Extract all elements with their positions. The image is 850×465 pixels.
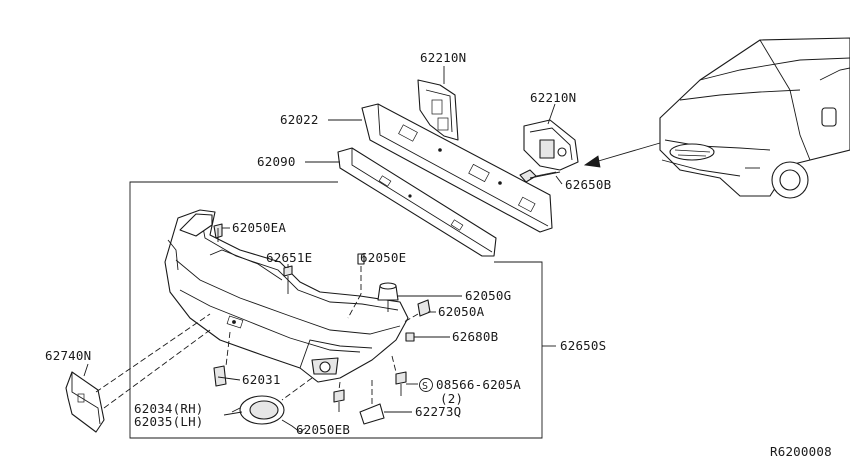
absorber-illustration (337, 147, 497, 257)
callout-bolt-b: 62650B (565, 177, 611, 192)
screw-symbol-circle (419, 378, 433, 392)
side-bracket-illustration (523, 119, 579, 171)
callout-mesh: 62031 (242, 372, 281, 387)
figure-code: R6200008 (770, 444, 832, 459)
callout-stay: 62273Q (415, 404, 461, 419)
callout-screw-qty: (2) (440, 391, 463, 406)
callout-bracket-side: 62210N (530, 90, 576, 105)
bumper-fascia-illustration (164, 209, 409, 383)
side-mount-illustration (65, 313, 211, 433)
callout-clip-e1: 62651E (266, 250, 312, 265)
callout-assembly: 62650S (560, 338, 606, 353)
callout-clip-a: 62050A (438, 304, 485, 319)
callout-screw-symbol: S (422, 381, 428, 392)
assembly-frame (129, 181, 556, 439)
upper-bracket-illustration (417, 79, 459, 141)
callout-side-bracket: 62740N (45, 348, 91, 363)
callout-grommet-g: 62050G (465, 288, 511, 303)
callout-clip-ea: 62050EA (232, 220, 286, 235)
fasteners-illustration (213, 223, 431, 425)
leader-lines (83, 66, 563, 433)
callout-labels: 62210N 62210N 62022 62090 62650B 62050EA… (45, 50, 832, 459)
callout-nut-b: 62680B (452, 329, 498, 344)
callout-absorber: 62090 (257, 154, 296, 169)
callout-clip-e2: 62050E (360, 250, 406, 265)
callout-reinforcement: 62022 (280, 112, 319, 127)
direction-arrow (583, 142, 661, 168)
callout-bracket-upper: 62210N (420, 50, 466, 65)
callout-fog-lh: 62035(LH) (134, 414, 204, 429)
fog-lamp-illustration (231, 377, 313, 433)
callout-screw: 08566-6205A (436, 377, 521, 392)
reinforcement-illustration (361, 103, 553, 233)
callout-clip-eb: 62050EB (296, 422, 350, 437)
callout-fog-rh: 62034(RH) (134, 401, 204, 416)
bolt-illustration (519, 169, 561, 183)
vehicle-illustration (659, 37, 850, 199)
